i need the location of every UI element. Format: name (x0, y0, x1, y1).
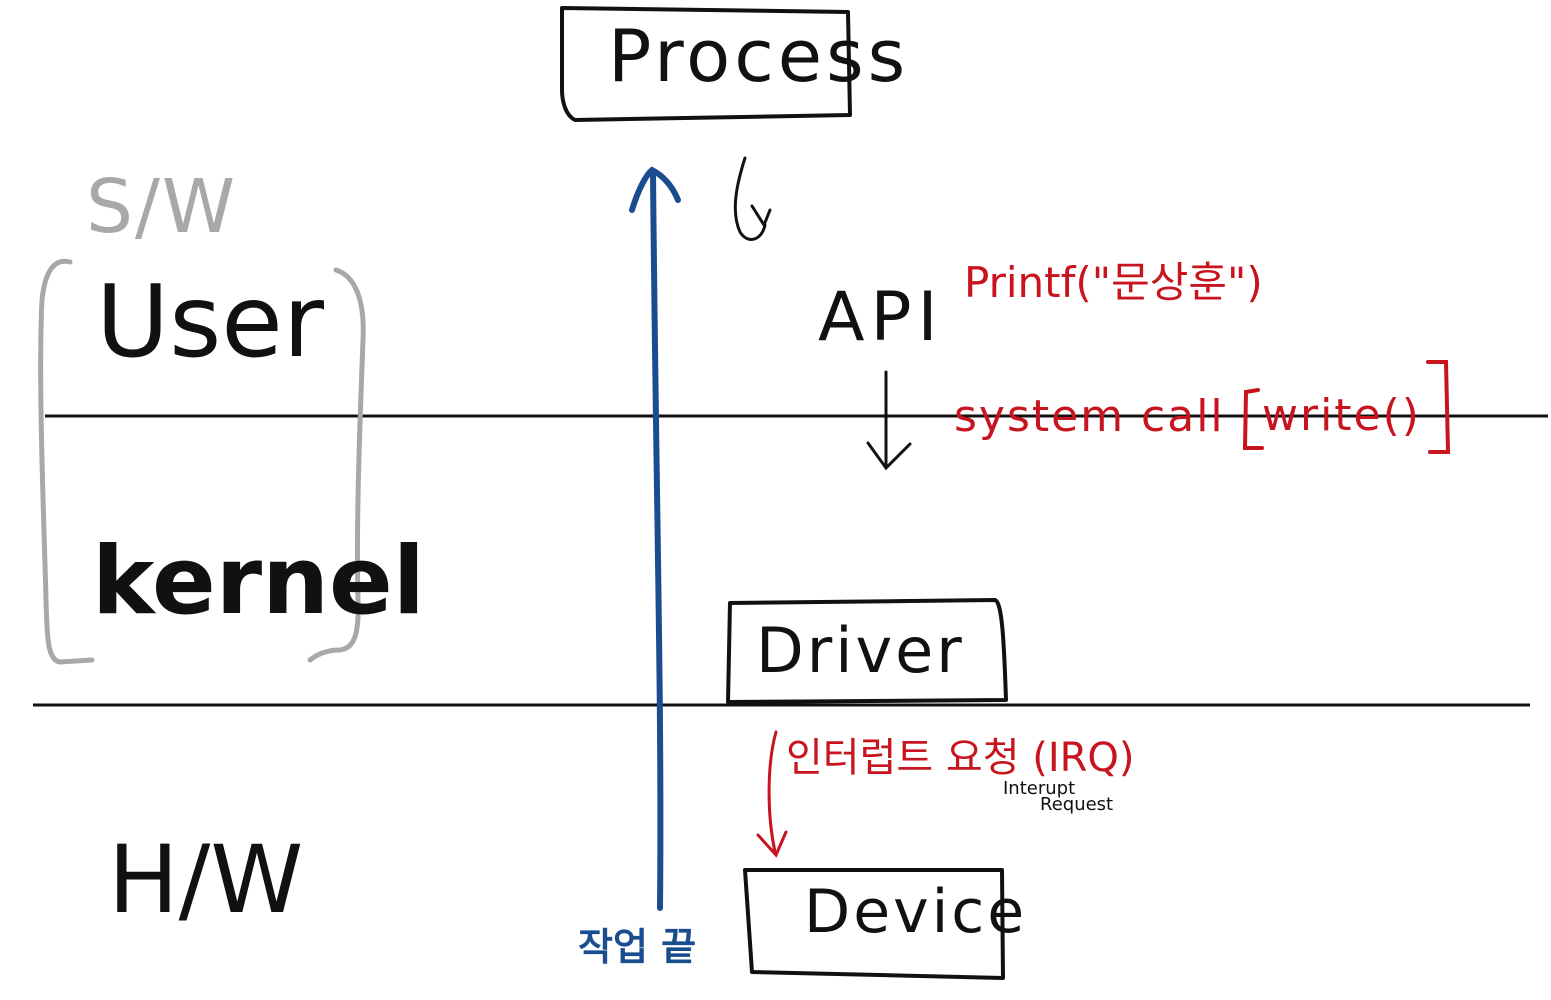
sw-label: S/W (86, 164, 238, 250)
process-box (560, 6, 852, 122)
irq-arrow (767, 730, 778, 854)
system-call-arrow-head (866, 441, 912, 471)
irq-request-subscript: Request (1040, 794, 1114, 815)
hw-label: H/W (108, 826, 304, 935)
printf-label: Printf("문상훈") (964, 258, 1263, 307)
sw-bracket-left (38, 258, 95, 665)
task-complete-arrow-head (629, 166, 681, 213)
write-label: write() (1262, 390, 1421, 441)
write-bracket-right (1426, 360, 1451, 454)
sw-bracket-right (307, 267, 366, 663)
process-label: Process (608, 14, 910, 98)
device-box (743, 868, 1005, 980)
irq-label: 인터럽트 요청 (IRQ) (786, 735, 1135, 781)
kernel-label: kernel (92, 527, 425, 636)
write-bracket-left (1242, 388, 1264, 450)
system-call-label: system call (954, 391, 1225, 442)
driver-label: Driver (756, 614, 965, 687)
process-down-arrow (733, 156, 772, 241)
user-label: User (96, 263, 324, 380)
api-label: API (818, 278, 944, 357)
irq-arrow-head (756, 830, 788, 858)
task-done-label: 작업 끝 (578, 925, 697, 969)
driver-box (726, 598, 1008, 704)
irq-interrupt-subscript: Interupt (1003, 778, 1076, 799)
task-complete-arrow (650, 169, 664, 911)
device-label: Device (804, 877, 1028, 947)
